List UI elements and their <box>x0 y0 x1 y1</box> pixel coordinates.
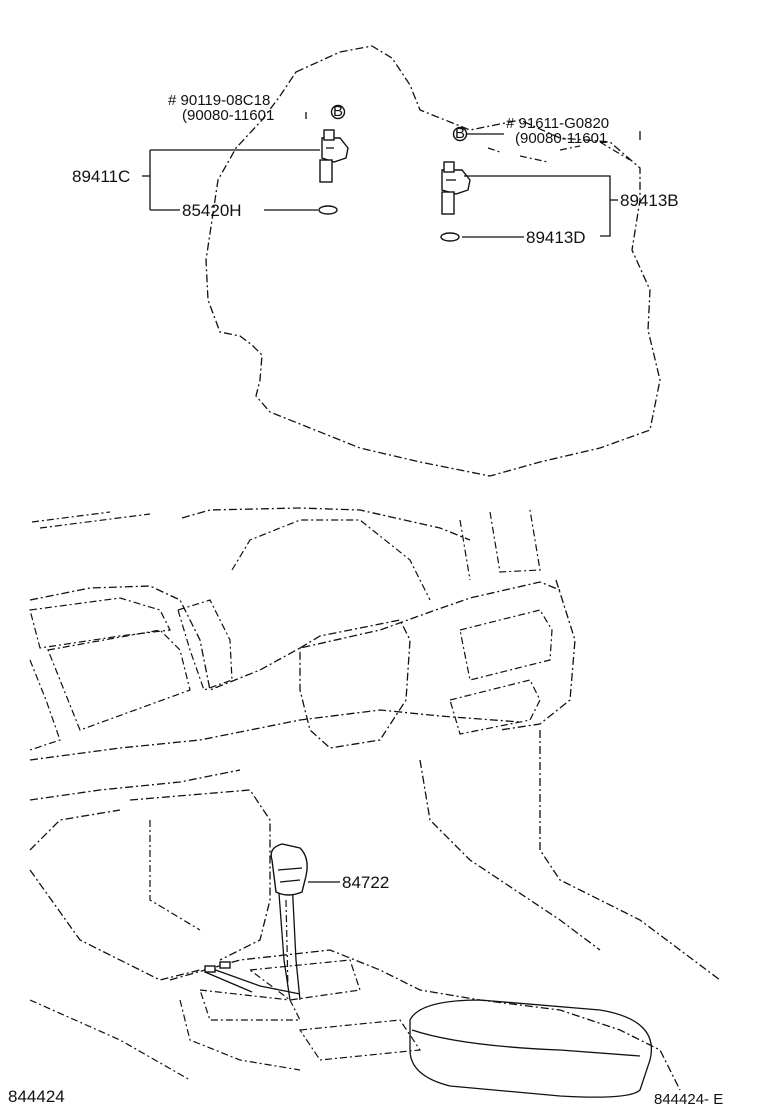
left-leader-lines <box>142 149 320 211</box>
oring-left-label: 85420H <box>182 201 242 220</box>
bolt-left[interactable]: B <box>330 103 346 120</box>
svg-text:B: B <box>333 103 343 120</box>
oring-left[interactable] <box>318 205 338 215</box>
sensor-left-label: 89411C <box>72 167 130 186</box>
shift-lever <box>204 879 301 1001</box>
oring-right-label: 89413D <box>526 228 586 247</box>
right-leader-lines <box>462 175 618 238</box>
bolt-left-sub-number: (90080-11601 <box>182 107 274 124</box>
bolt-right[interactable]: B <box>452 125 468 142</box>
footer-code-right: 844424- E <box>654 1091 723 1108</box>
transmission-outline <box>205 45 661 477</box>
shift-knob[interactable] <box>270 843 308 896</box>
oring-right[interactable] <box>440 232 460 242</box>
speed-sensor-right[interactable] <box>441 161 471 215</box>
footer-code-left: 844424 <box>8 1087 65 1106</box>
shift-knob-label: 84722 <box>342 873 389 892</box>
svg-text:B: B <box>455 125 465 142</box>
bolt-left-part-number: # 90119-08C18 <box>168 92 270 109</box>
sensor-right-label: 89413B <box>620 191 679 210</box>
bolt-right-sub-number: (90080-11601 <box>515 130 607 147</box>
bolt-right-part-number: # 91611-G0820 <box>506 115 609 132</box>
speed-sensor-left[interactable] <box>319 129 349 183</box>
dashboard-outline <box>29 507 721 1098</box>
